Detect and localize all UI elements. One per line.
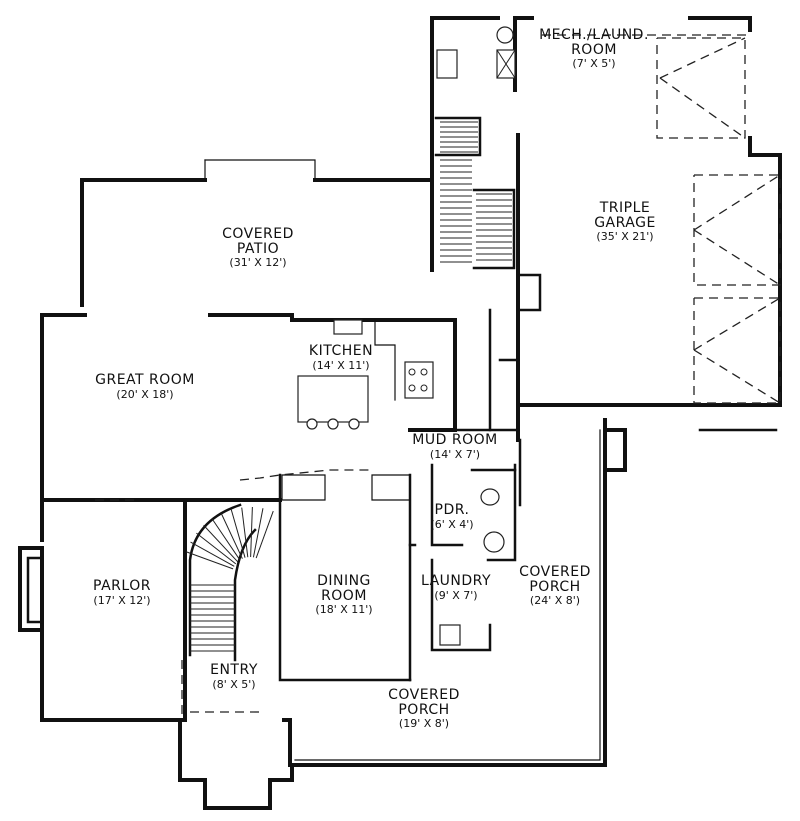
stair-tread [196, 532, 237, 565]
dining-room-label: DINING ROOM (18' X 11') [315, 573, 373, 617]
stair-tread [203, 524, 239, 563]
great-room-label: GREAT ROOM (20' X 18') [95, 372, 195, 401]
stair-tread [211, 518, 241, 561]
mud-room-label: MUD ROOM (14' X 7') [412, 432, 498, 461]
garage-doors [542, 34, 781, 404]
covered-patio-label: COVERED PATIO (31' X 12') [222, 226, 294, 270]
stair-tread [250, 507, 253, 558]
stair-tread [230, 509, 246, 558]
stair-tread [255, 510, 274, 559]
stair-tread [220, 513, 243, 559]
mech-fixtures [436, 26, 516, 79]
laundry-label: LAUNDRY (9' X 7') [420, 573, 492, 602]
kitchen-label: KITCHEN (14' X 11') [308, 343, 374, 372]
front-staircase [185, 503, 274, 662]
porch-detail [294, 429, 601, 761]
main-walls [18, 313, 627, 810]
pdr-fixtures [439, 488, 505, 646]
garage-walls [430, 16, 782, 442]
stair-tread [185, 551, 234, 570]
pdr-label: PDR. (6' X 4') [430, 502, 474, 531]
mech-laund-room-label: MECH./LAUND. ROOM (7' X 5') [539, 27, 649, 71]
parlor-label: PARLOR (17' X 12') [93, 578, 151, 607]
entry-label: ENTRY (8' X 5') [210, 662, 258, 691]
interior-walls [40, 273, 542, 722]
back-stairs [434, 116, 516, 270]
patio-walls [80, 159, 434, 307]
triple-garage-label: TRIPLE GARAGE (35' X 21') [594, 200, 656, 244]
kitchen-fixtures [297, 319, 434, 430]
covered-porch-front-label: COVERED PORCH (19' X 8') [388, 687, 460, 731]
stair-tread [241, 507, 249, 558]
stair-tread [252, 508, 264, 558]
covered-porch-side-label: COVERED PORCH (24' X 8') [519, 564, 591, 608]
openings [95, 469, 372, 715]
stair-tread [190, 541, 235, 567]
